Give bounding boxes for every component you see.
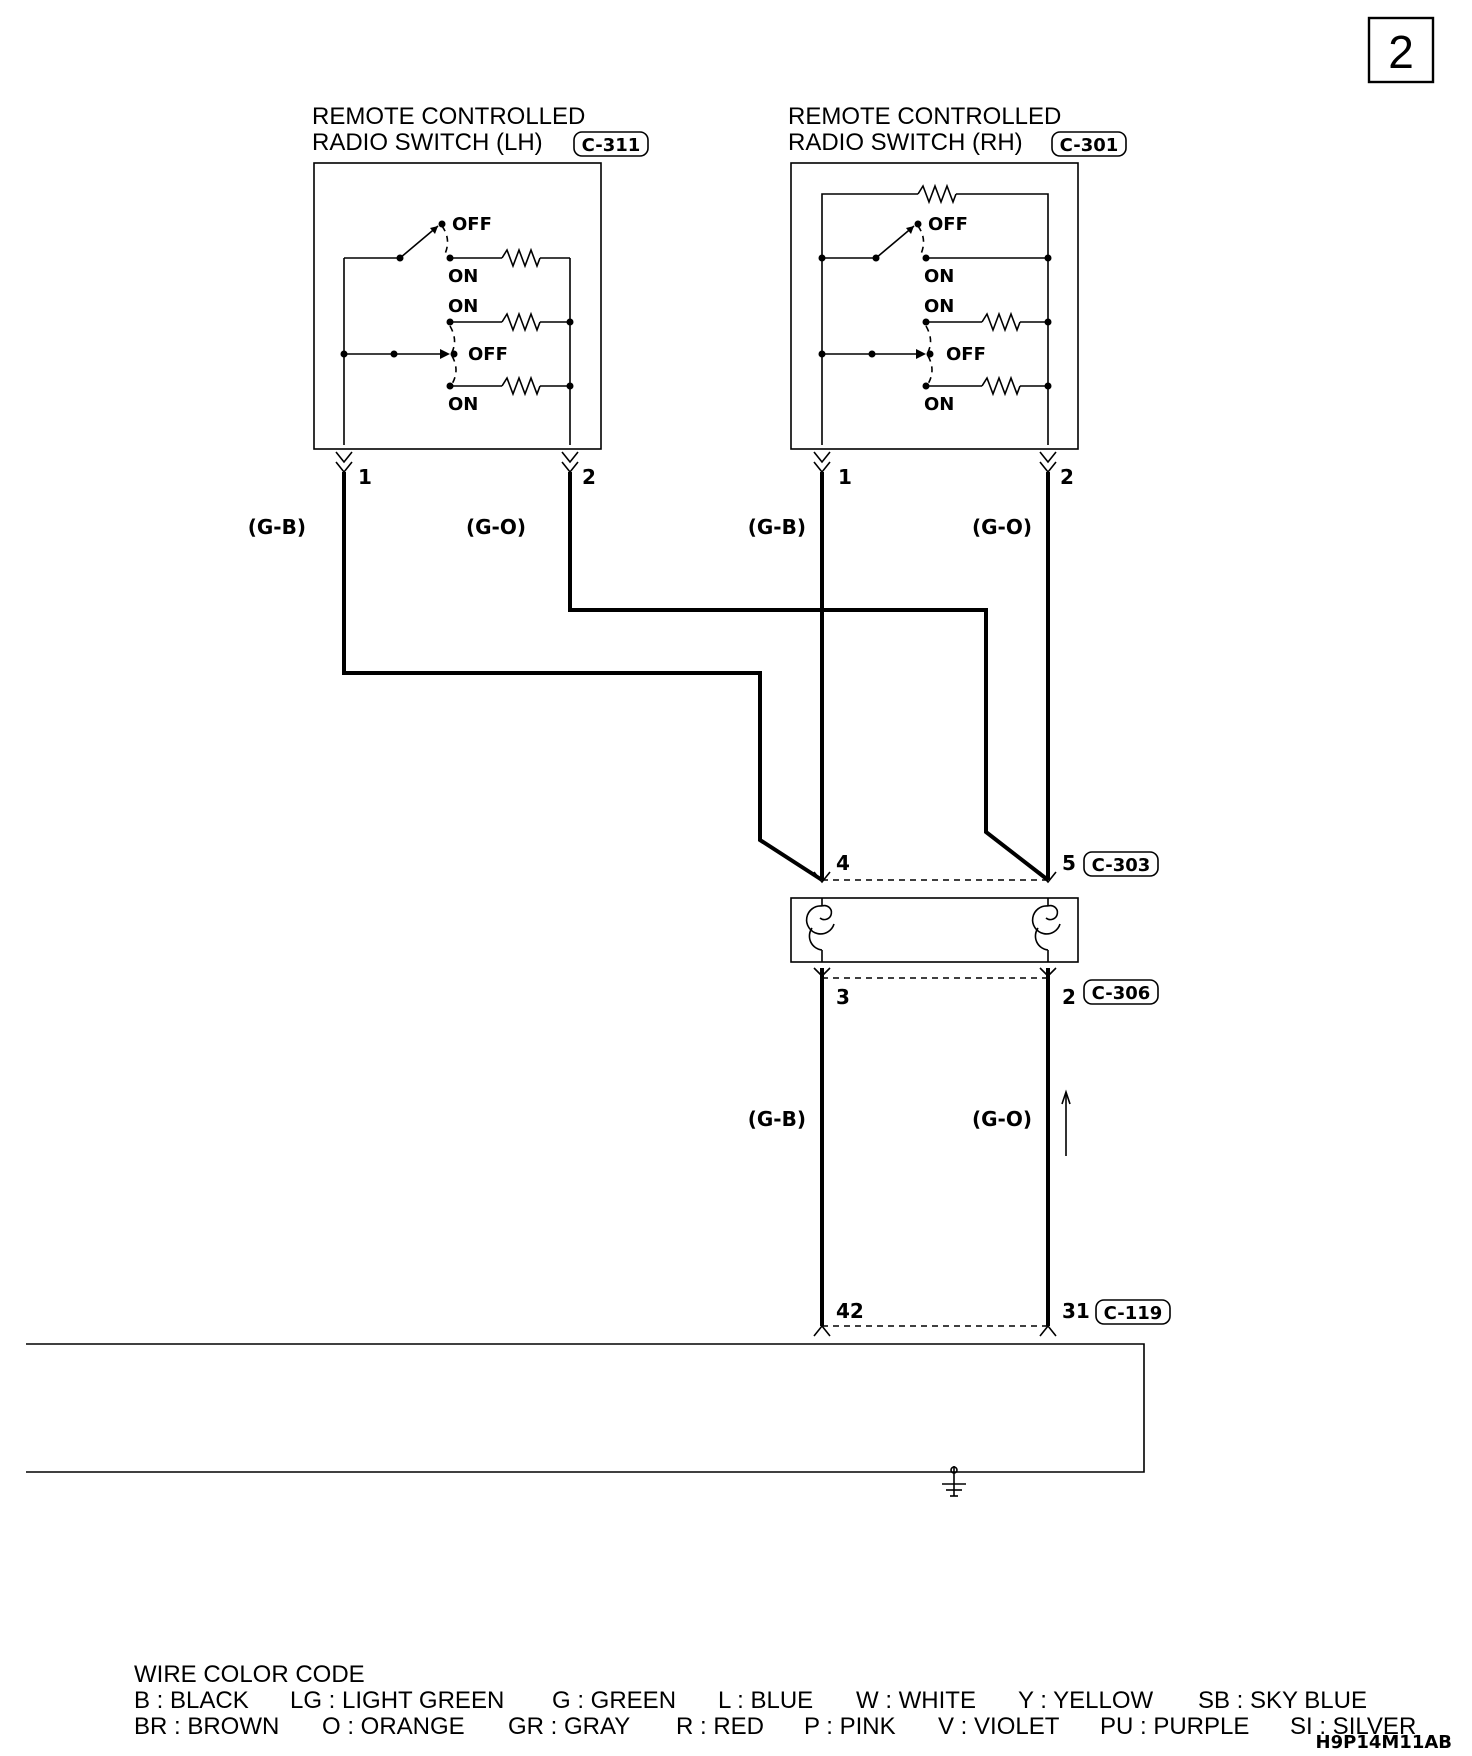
legend-sb: SB : SKY BLUE [1198, 1687, 1367, 1714]
rh-pin-2: 2 [1060, 465, 1074, 489]
legend-w: W : WHITE [856, 1687, 976, 1714]
connector-c306: C-306 [1092, 983, 1151, 1004]
ground-icon [942, 1466, 966, 1497]
lh-wire-2-color: (G-O) [466, 515, 526, 539]
rh-off-1: OFF [928, 214, 968, 235]
rh-off-2: OFF [946, 344, 986, 365]
wire-lh-gb [342, 472, 824, 882]
wires [342, 472, 1050, 1326]
lh-pin-2: 2 [582, 465, 596, 489]
legend-si: SI : SILVER [1290, 1713, 1416, 1740]
lh-on-3: ON [448, 394, 478, 415]
legend-lg: LG : LIGHT GREEN [290, 1687, 504, 1714]
switch-rh-title-2: RADIO SWITCH (RH) [788, 129, 1023, 156]
rh-on-3: ON [924, 394, 954, 415]
connector-badge-c311 [573, 131, 649, 157]
switch-rh-box [790, 162, 1079, 450]
connector-badge-c306 [1083, 979, 1159, 1005]
legend-g: G : GREEN [552, 1687, 676, 1714]
legend-title: WIRE COLOR CODE [134, 1661, 365, 1688]
rh-pin-1: 1 [838, 465, 852, 489]
page-number-box [1367, 16, 1435, 84]
connector-badge-c301 [1051, 131, 1127, 157]
legend-gr: GR : GRAY [508, 1713, 630, 1740]
connector-c303: C-303 [1092, 855, 1151, 876]
connector-c311: C-311 [582, 135, 641, 156]
connector-c119: C-119 [1104, 1303, 1163, 1324]
connector-c301: C-301 [1060, 135, 1119, 156]
legend-y: Y : YELLOW [1018, 1687, 1154, 1714]
pin-31: 31 [1062, 1299, 1090, 1323]
legend-v: V : VIOLET [938, 1713, 1060, 1740]
switch-lh-title-2: RADIO SWITCH (LH) [312, 129, 543, 156]
pin-42: 42 [836, 1299, 864, 1323]
switch-lh-title-1: REMOTE CONTROLLED [312, 103, 585, 130]
lh-on-2: ON [448, 296, 478, 317]
lh-pin-1: 1 [358, 465, 372, 489]
clock-spring: 4 5 C-303 3 2 C-306 (G-B) (G-O) [748, 851, 1159, 1156]
pin-3: 3 [836, 985, 850, 1009]
clock-spring-box [790, 897, 1079, 963]
connector-badge-c119 [1095, 1299, 1171, 1325]
legend-r: R : RED [676, 1713, 764, 1740]
lh-off-1: OFF [452, 214, 492, 235]
control-unit: 42 31 C-119 [26, 1299, 1171, 1497]
rh-on-1: ON [924, 266, 954, 287]
pin-5: 5 [1062, 851, 1076, 875]
lh-wire-1-color: (G-B) [248, 515, 306, 539]
page-number: 2 [1388, 26, 1414, 78]
figure-code: H9P14M11AB [1316, 1732, 1452, 1753]
switch-lh: REMOTE CONTROLLED RADIO SWITCH (LH) C-31… [248, 103, 649, 539]
pin-4: 4 [836, 851, 850, 875]
wire-color-legend: WIRE COLOR CODE B : BLACK LG : LIGHT GRE… [134, 1661, 1416, 1740]
lower-wire-a-color: (G-B) [748, 1107, 806, 1131]
rh-wire-1-color: (G-B) [748, 515, 806, 539]
lower-wire-b-color: (G-O) [972, 1107, 1032, 1131]
wire-lh-go [568, 472, 1050, 882]
lh-on-1: ON [448, 266, 478, 287]
legend-o: O : ORANGE [322, 1713, 465, 1740]
rh-on-2: ON [924, 296, 954, 317]
legend-p: P : PINK [804, 1713, 896, 1740]
pin-2-c306: 2 [1062, 985, 1076, 1009]
legend-pu: PU : PURPLE [1100, 1713, 1249, 1740]
connector-badge-c303 [1083, 851, 1159, 877]
switch-lh-box [313, 162, 602, 450]
legend-l: L : BLUE [718, 1687, 813, 1714]
rh-wire-2-color: (G-O) [972, 515, 1032, 539]
legend-br: BR : BROWN [134, 1713, 279, 1740]
switch-rh: REMOTE CONTROLLED RADIO SWITCH (RH) C-30… [748, 103, 1127, 539]
unit-box [26, 1343, 1145, 1473]
switch-rh-title-1: REMOTE CONTROLLED [788, 103, 1061, 130]
legend-b: B : BLACK [134, 1687, 249, 1714]
lh-off-2: OFF [468, 344, 508, 365]
